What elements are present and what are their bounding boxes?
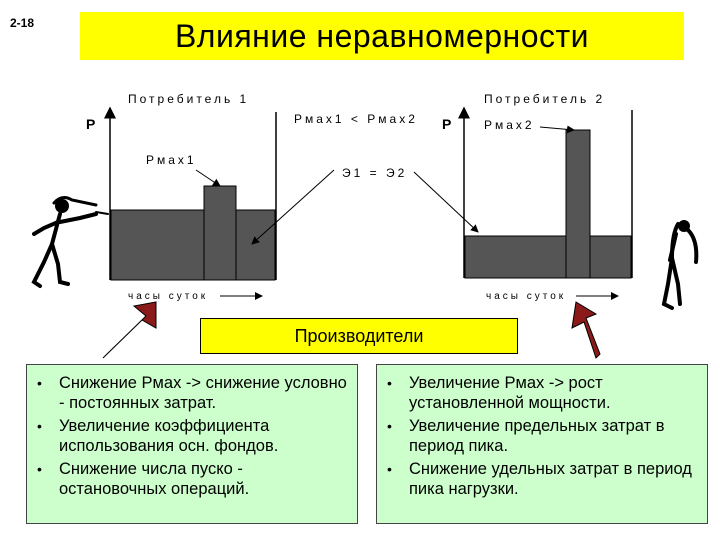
consumer-2-tail-load xyxy=(589,235,632,279)
consumer-2-peak xyxy=(565,129,591,279)
right-bullet-text: Увеличение Рмах -> рост установленной мо… xyxy=(409,374,611,412)
up-left-arrow-icon xyxy=(571,301,601,359)
consumer-1-base-load xyxy=(110,209,206,281)
consumer-2-time-label: часы суток xyxy=(486,291,566,302)
consumer-2-base-load xyxy=(464,235,568,279)
consumer-1-axis-p: P xyxy=(86,116,95,132)
list-item: •Снижение числа пуско - остановочных опе… xyxy=(37,460,250,498)
consumer-2-pmax-label: Pмах2 xyxy=(484,118,535,132)
consumer-1-pmax-label: Pмах1 xyxy=(146,153,197,167)
consumer-2-axis-p: P xyxy=(442,116,451,132)
list-item: •Увеличение коэффициента использования о… xyxy=(37,417,279,455)
energy-equality: Э1 = Э2 xyxy=(342,166,407,180)
producers-banner: Производители xyxy=(200,318,518,354)
right-effects-box: •Увеличение Рмах -> рост установленной м… xyxy=(376,364,708,524)
energy-pointer-left xyxy=(251,169,335,245)
list-item: •Снижение удельных затрат в период пика … xyxy=(387,460,692,498)
consumer-1-tail-load xyxy=(235,209,276,281)
consumer-1-graph: Потребитель 1 P Pмах1 часы суток xyxy=(86,92,277,302)
pmax-comparison: Pмах1 < Pмах2 xyxy=(294,112,418,126)
page-title: Влияние неравномерности xyxy=(174,17,590,54)
right-bullet-text: Увеличение предельных затрат в период пи… xyxy=(409,417,665,455)
tired-man-icon xyxy=(661,220,699,310)
left-bullet-text: Снижение Рмах -> снижение условно - пост… xyxy=(59,374,347,412)
left-bullet-text: Увеличение коэффициента использования ос… xyxy=(59,417,279,455)
consumer-1-heading: Потребитель 1 xyxy=(128,92,249,106)
slide-number: 2-18 xyxy=(10,16,35,30)
consumer-1-peak xyxy=(203,185,237,281)
list-item: •Снижение Рмах -> снижение условно - пос… xyxy=(37,374,347,412)
consumer-1-time-label: часы суток xyxy=(128,291,208,302)
right-bullet-text: Снижение удельных затрат в период пика н… xyxy=(409,460,692,498)
consumer-2-heading: Потребитель 2 xyxy=(484,92,605,106)
consumer-2-pmax-pointer xyxy=(539,125,575,134)
list-item: •Увеличение предельных затрат в период п… xyxy=(387,417,665,455)
pointing-man-icon xyxy=(31,196,109,288)
energy-pointer-right xyxy=(413,171,479,233)
list-item: •Увеличение Рмах -> рост установленной м… xyxy=(387,374,611,412)
left-effects-box: •Снижение Рмах -> снижение условно - пос… xyxy=(26,364,358,524)
up-right-arrow-icon xyxy=(102,301,157,359)
title-banner: Влияние неравномерности xyxy=(80,12,684,60)
consumer-2-graph: Потребитель 2 P Pмах2 часы суток xyxy=(442,92,633,302)
left-bullet-text: Снижение числа пуско - остановочных опер… xyxy=(59,460,250,498)
consumer-1-pmax-pointer xyxy=(195,169,221,187)
